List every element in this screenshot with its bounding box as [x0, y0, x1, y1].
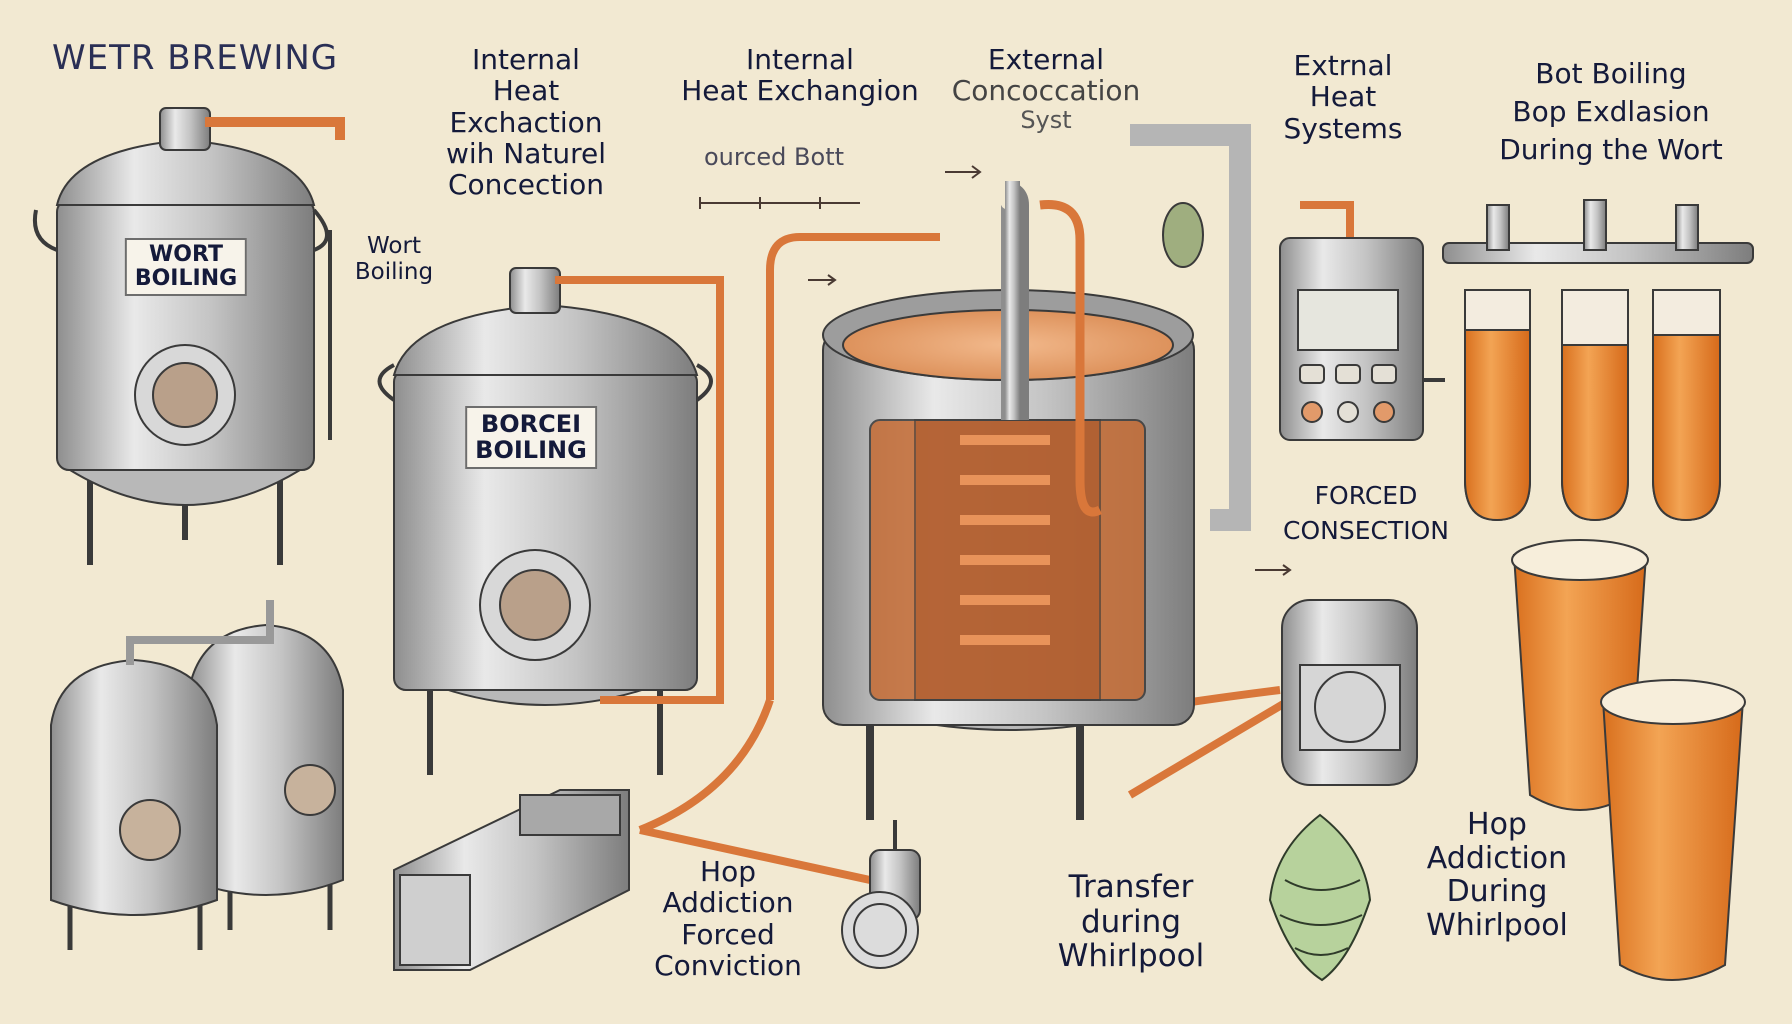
tank-plate-wort-boiling: WORT BOILING [124, 238, 248, 297]
label-line: CONSECTION [1283, 516, 1449, 545]
label-line: Addiction [662, 886, 794, 920]
label-line: Whirlpool [1057, 938, 1205, 975]
label-line: Hop [700, 855, 756, 888]
label-line: Exchaction [449, 105, 603, 139]
label-hop-whirlpool: Hop Addiction During Whirlpool [1426, 808, 1568, 942]
label-line: Whirlpool [1426, 907, 1568, 943]
label-line: Bop Exdlasion [1512, 94, 1710, 128]
label-line: Systems [1283, 111, 1403, 145]
label-line: During [1446, 874, 1548, 910]
label-line: Concection [447, 168, 605, 202]
label-line: Boiling [354, 258, 434, 285]
label-line: Heat [1309, 80, 1377, 114]
label-line: during [1080, 903, 1181, 940]
label-bot-boiling: Bot Boiling Bop Exdlasion During the Wor… [1499, 55, 1723, 168]
label-line: Forced [681, 917, 775, 951]
forced-boiling-tank [377, 267, 724, 775]
plate-line: BORCEI [480, 410, 582, 438]
small-hop-icon [1162, 202, 1204, 268]
heat-exchanger-box [393, 789, 630, 971]
pump [841, 820, 921, 969]
label-line: FORCED [1314, 481, 1418, 510]
wort-boiling-tank [33, 107, 345, 565]
label-line: Heat Exchangion [681, 74, 919, 108]
label-line: During the Wort [1499, 132, 1723, 166]
label-line: Conviction [654, 949, 802, 983]
hop-cone-icon [1268, 813, 1372, 982]
label-transfer-whirlpool: Transfer during Whirlpool [1058, 870, 1205, 974]
label-line: Internal [472, 43, 580, 76]
label-line: Extrnal [1293, 49, 1393, 82]
label-external-concoccation: External Concoccation Syst [952, 44, 1141, 134]
twin-fermenter-tanks [50, 600, 344, 950]
label-line: External [987, 43, 1105, 76]
label-internal-exchangion: Internal Heat Exchangion [681, 44, 919, 107]
label-line: Heat [492, 74, 560, 108]
label-ourced-bott: ourced Bott [703, 143, 845, 171]
label-line: Syst [1020, 105, 1072, 134]
label-line: Addiction [1426, 840, 1568, 876]
cutaway-kettle [822, 124, 1251, 820]
label-forced-consection: FORCED CONSECTION [1283, 478, 1449, 548]
beer-glasses [1511, 539, 1746, 981]
plate-line: BOILING [134, 266, 238, 292]
plate-line: BOILING [475, 436, 587, 465]
flow-arrows [699, 165, 1292, 576]
label-line: wih Naturel [445, 137, 607, 171]
label-line: Bot Boiling [1535, 57, 1687, 90]
label-internal-natural: Internal Heat Exchaction wih Naturel Con… [446, 44, 606, 201]
label-line: Wort [367, 233, 421, 259]
label-line: Concoccation [951, 74, 1141, 108]
control-panel [1279, 201, 1445, 441]
chiller-fan-unit [1281, 599, 1418, 786]
plate-line: WORT [149, 242, 223, 267]
label-line: Hop [1467, 807, 1527, 842]
label-external-heat: Extrnal Heat Systems [1284, 50, 1403, 144]
label-hop-forced: Hop Addiction Forced Conviction [654, 855, 802, 983]
tank-plate-forced-boiling: BORCEI BOILING [465, 406, 597, 469]
label-line: Transfer [1068, 869, 1194, 905]
label-wort-boiling-side: Wort Boiling [354, 233, 434, 286]
tap-tubes [1442, 199, 1754, 522]
label-line: Internal [746, 43, 854, 76]
page-title: WETR BREWING [52, 38, 339, 78]
